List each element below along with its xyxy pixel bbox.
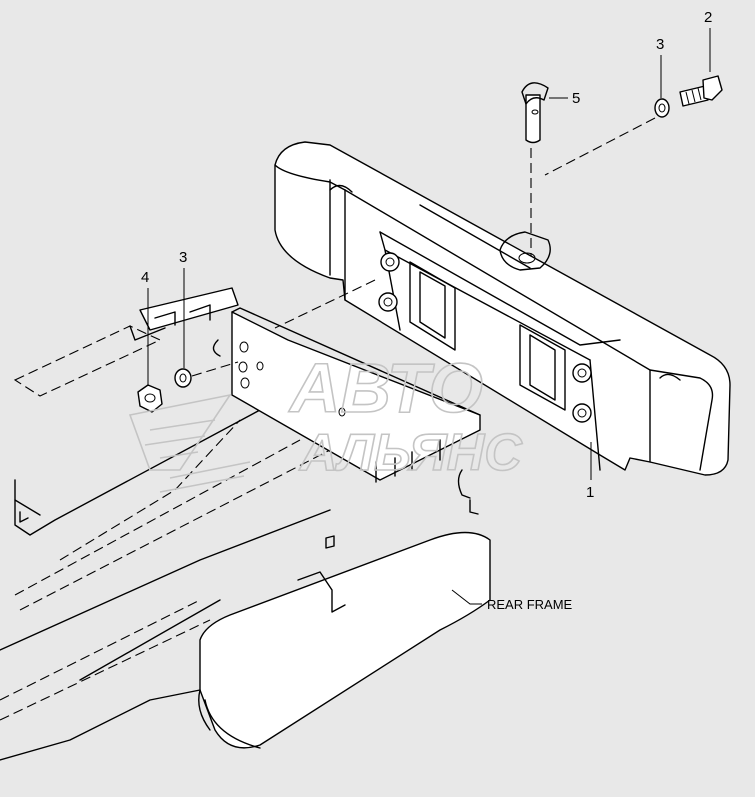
callout-2: 2 <box>704 9 712 26</box>
watermark-line-1: АВТО <box>288 349 483 427</box>
washer <box>654 98 670 118</box>
callout-3-right: 3 <box>656 36 664 53</box>
bolt <box>679 75 723 107</box>
rear-frame <box>0 287 491 761</box>
callout-5: 5 <box>572 90 580 107</box>
nut <box>137 384 163 413</box>
callouts: 2 3 5 3 4 1 <box>141 9 712 501</box>
watermark-logo-icon <box>128 393 251 493</box>
rear-frame-label: REAR FRAME <box>487 597 573 612</box>
watermark-line-2: АЛЬЯНС <box>298 424 523 482</box>
pin <box>521 82 549 256</box>
callout-3-left: 3 <box>179 249 187 266</box>
counterweight <box>274 141 731 476</box>
washer-left <box>174 368 192 388</box>
callout-4: 4 <box>141 269 149 286</box>
watermark: АВТО АЛЬЯНС <box>128 348 524 493</box>
leader-lines <box>147 28 711 605</box>
callout-1: 1 <box>586 484 594 501</box>
